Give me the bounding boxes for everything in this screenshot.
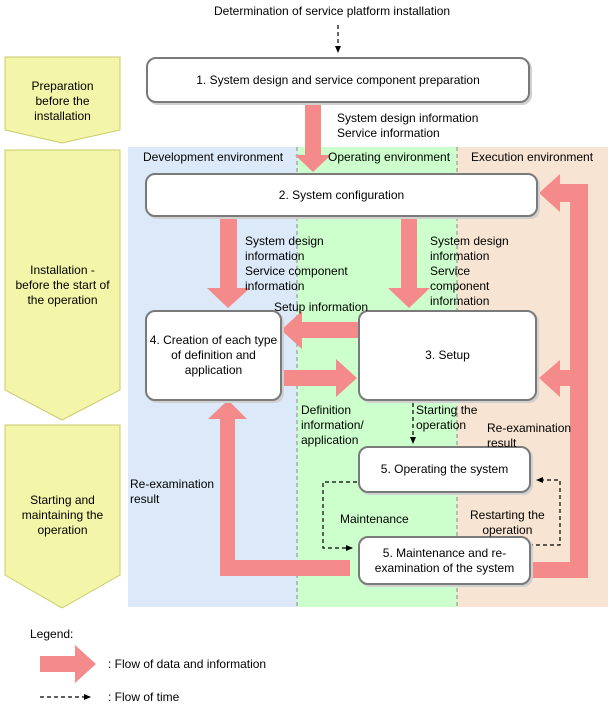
label-maintenance: Maintenance — [340, 512, 409, 526]
phase-installation-shape — [4, 149, 121, 421]
legend-data-arrow-icon — [40, 645, 96, 683]
legend-time-flow-label: : Flow of time — [108, 690, 180, 704]
label-definition-info: Definition information/ application — [301, 403, 364, 447]
phase-preparation-shape — [4, 56, 121, 144]
label-design-component-right: System design information Service compon… — [430, 234, 509, 308]
label-restarting: Restarting the operation — [470, 508, 545, 537]
arrow-config-to-creation — [207, 215, 250, 308]
time-arrow-maintenance — [322, 481, 357, 551]
box-operating-system: 5. Operating the system — [358, 446, 531, 493]
arrow-creation-to-setup — [283, 359, 357, 397]
arrow-maintenance-to-creation-loop — [208, 400, 350, 576]
diagram-title: Determination of service platform instal… — [214, 4, 451, 18]
phase-label-installation: Installation - before the start of the o… — [15, 263, 110, 307]
legend-data-flow-label: : Flow of data and information — [108, 657, 267, 671]
arrow-maintenance-to-config-loop — [528, 174, 588, 578]
label-reexam-right: Re-examination result — [487, 421, 572, 450]
arrow-setup-to-creation — [281, 311, 358, 349]
arrow-loop-to-setup — [539, 360, 570, 397]
phase-operation-shape — [4, 424, 121, 609]
env-label-execution: Execution environment — [471, 150, 594, 164]
label-design-service-info: System design information Service inform… — [337, 111, 479, 140]
arrow-prep-to-config — [295, 103, 331, 172]
legend-title: Legend: — [30, 627, 74, 641]
label-starting-operation: Starting the operation — [416, 403, 478, 432]
box-creation: 4. Creation of each type of definition a… — [145, 310, 282, 401]
label-setup-info: Setup information — [274, 300, 369, 314]
box-system-configuration: 2. System configuration — [145, 173, 538, 217]
box-system-design: 1. System design and service component p… — [146, 57, 530, 103]
time-arrow-restarting — [529, 477, 561, 546]
phase-label-operation: Starting and maintaining the operation — [21, 493, 104, 537]
box-maintenance: 5. Maintenance and re- examination of th… — [358, 536, 531, 585]
label-design-component-left: System design information Service compon… — [245, 234, 348, 293]
env-label-operating: Operating environment — [328, 150, 451, 164]
box-setup: 3. Setup — [358, 310, 537, 401]
phase-label-preparation: Preparation before the installation — [31, 79, 94, 123]
arrow-config-to-setup — [388, 215, 430, 308]
env-label-development: Development environment — [143, 150, 284, 164]
data-flow-arrows — [207, 103, 588, 578]
label-reexam-left: Re-examination result — [130, 477, 215, 506]
